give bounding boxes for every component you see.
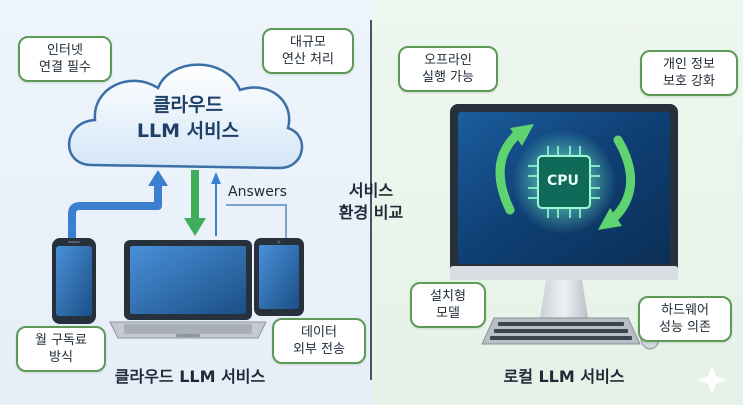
bubble-subscription: 월 구독료 방식 <box>16 326 106 372</box>
bubble-line: 설치형 <box>430 289 466 304</box>
bubble-line: 모델 <box>436 306 460 321</box>
cpu-chip-icon <box>512 130 616 234</box>
tablet-icon <box>254 238 304 316</box>
panel-divider <box>370 20 372 380</box>
cloud-title-line1: 클라우드 <box>153 94 223 116</box>
comparison-title-line1: 서비스 <box>348 181 394 200</box>
cloud-title: 클라우드 LLM 서비스 <box>118 92 258 144</box>
tablet-link-line <box>226 204 287 238</box>
smartphone-icon <box>52 238 96 324</box>
comparison-title: 서비스 환경 비교 <box>318 180 424 224</box>
upload-arrow-icon <box>68 170 168 240</box>
bubble-line: 오프라인 <box>424 53 472 68</box>
bubble-offline-capable: 오프라인 실행 가능 <box>398 46 498 92</box>
bubble-internet-required: 인터넷 연결 필수 <box>18 36 112 82</box>
bubble-line: 보호 강화 <box>663 74 715 89</box>
bubble-line: 대규모 <box>290 35 326 50</box>
bubble-data-transfer: 데이터 외부 전송 <box>272 318 366 364</box>
laptop-icon <box>109 240 267 339</box>
cloud-footer-title: 클라우드 LLM 서비스 <box>114 367 266 386</box>
bubble-line: 성능 의존 <box>659 320 711 335</box>
bubble-line: 인터넷 <box>47 43 83 58</box>
answers-arrow-icon <box>211 172 221 236</box>
bubble-line: 실행 가능 <box>422 70 474 85</box>
bubble-line: 연결 필수 <box>39 60 91 75</box>
bubble-hardware-dependent: 하드웨어 성능 의존 <box>638 296 732 342</box>
local-footer-title: 로컬 LLM 서비스 <box>503 367 625 386</box>
bubble-line: 하드웨어 <box>661 303 709 318</box>
cloud-title-line2: LLM 서비스 <box>136 120 240 142</box>
bubble-line: 방식 <box>49 350 73 365</box>
bubble-large-compute: 대규모 연산 처리 <box>262 28 354 74</box>
comparison-title-line2: 환경 비교 <box>338 203 404 222</box>
bubble-line: 월 구독료 <box>35 333 87 348</box>
bubble-line: 외부 전송 <box>293 342 345 357</box>
sync-arrows-icon <box>495 124 635 230</box>
download-arrow-icon <box>184 170 206 236</box>
keyboard-icon <box>481 317 641 345</box>
answers-label: Answers <box>228 184 287 200</box>
bubble-installed-model: 설치형 모델 <box>410 282 486 328</box>
bubble-privacy: 개인 정보 보호 강화 <box>640 50 738 96</box>
bubble-line: 개인 정보 <box>663 57 715 72</box>
bubble-line: 데이터 <box>301 325 337 340</box>
sparkle-icon <box>698 366 726 394</box>
bubble-line: 연산 처리 <box>282 52 334 67</box>
cpu-label: CPU <box>547 173 579 189</box>
cloud-icon <box>67 63 304 170</box>
